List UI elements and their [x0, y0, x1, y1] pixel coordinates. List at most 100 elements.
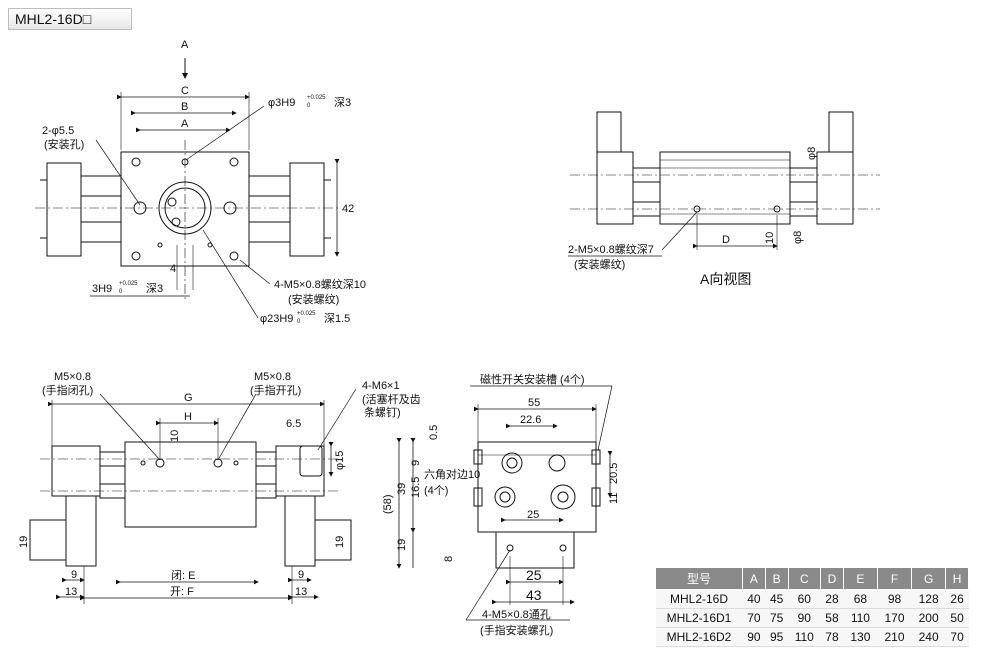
table-cell: MHL2-16D2	[655, 627, 743, 647]
table-header: B	[764, 567, 789, 590]
front-note-open-cn: (手指开孔)	[250, 383, 301, 397]
front-dim-6-5: 6.5	[286, 418, 301, 430]
table-cell: 68	[843, 589, 878, 609]
table-cell: 200	[911, 608, 946, 628]
front-dim-9-left: 9	[71, 569, 77, 581]
view-arrow-label: A	[181, 39, 189, 51]
front-dim-g: G	[184, 392, 193, 404]
a-dim-phi8-top: φ8	[806, 147, 818, 160]
front-dim-13-left: 13	[65, 586, 77, 598]
spec-table: 型号 A B C D E F G H MHL2-16D 40 45 60 28 …	[655, 567, 969, 647]
front-note-close: M5×0.8	[54, 371, 91, 383]
table-row: MHL2-16D 40 45 60 28 68 98 128 26	[655, 589, 969, 609]
table-cell: 240	[911, 627, 946, 647]
table-cell: 128	[911, 589, 946, 609]
note-bore-tol: +0.025	[297, 311, 316, 317]
side-dim-9: 9	[410, 460, 422, 466]
side-view: 55 22.6 0.5 9 16.5 39 (58) 19 8 20.5 11 …	[382, 372, 620, 637]
side-dim-8: 8	[443, 556, 455, 562]
front-dim-e: 闭: E	[171, 569, 195, 582]
note-slot-tol-low: 0	[119, 289, 123, 295]
note-pin-depth: 深3	[334, 96, 351, 109]
side-dim-25-inner: 25	[527, 509, 539, 521]
table-cell: 70	[945, 627, 969, 647]
side-note-slot: 磁性开关安装槽 (4个)	[480, 372, 585, 386]
front-dim-10: 10	[169, 430, 181, 442]
note-bore-tol-low: 0	[297, 319, 301, 325]
table-cell: 170	[877, 608, 912, 628]
table-cell: 75	[765, 608, 788, 628]
a-note-thread: 2-M5×0.8螺纹深7	[568, 242, 654, 256]
side-dim-43: 43	[526, 587, 542, 603]
side-dim-58: (58)	[382, 494, 394, 514]
table-header: H	[945, 567, 969, 590]
side-dim-25: 25	[526, 567, 542, 583]
table-cell: 95	[765, 627, 788, 647]
table-cell: 45	[765, 589, 788, 609]
note-thread-cn: (安装螺纹)	[288, 292, 339, 306]
a-dim-d: D	[722, 234, 730, 246]
note-pin-hole: φ3H9	[268, 97, 295, 109]
note-pin-tol: +0.025	[307, 95, 326, 101]
dim-b: B	[181, 101, 188, 113]
note-bore-depth: 深1.5	[324, 312, 350, 325]
table-header: D	[820, 567, 844, 590]
front-note-open: M5×0.8	[254, 371, 291, 383]
front-dim-phi15: φ15	[334, 451, 346, 470]
table-cell: MHL2-16D1	[655, 608, 743, 628]
a-view: D 10 φ8 φ8 2-M5×0.8螺纹深7 (安装螺纹) A向视图	[568, 111, 880, 287]
table-header: G	[911, 567, 947, 590]
side-dim-55: 55	[528, 397, 540, 409]
a-note-thread-cn: (安装螺纹)	[574, 257, 625, 271]
table-header: F	[876, 567, 913, 590]
a-view-caption: A向视图	[700, 271, 751, 287]
table-cell: 130	[843, 627, 878, 647]
dim-c: C	[181, 85, 189, 97]
front-dim-f: 开: F	[170, 586, 194, 598]
table-cell: 90	[742, 627, 766, 647]
table-cell: 110	[788, 627, 821, 647]
dim-42: 42	[342, 203, 354, 215]
side-note-through-cn: (手指安装螺孔)	[480, 623, 553, 637]
note-bore: φ23H9	[260, 313, 293, 325]
a-dim-phi8-bottom: φ8	[792, 231, 804, 244]
side-dim-22-6: 22.6	[520, 414, 541, 426]
front-note-close-cn: (手指闭孔)	[42, 383, 93, 397]
front-note-screw-cn1: (活塞杆及齿	[362, 392, 421, 406]
note-slot-tol: +0.025	[119, 281, 138, 287]
side-dim-0-5: 0.5	[428, 425, 440, 440]
side-note-hex: 六角对边10	[424, 467, 480, 481]
note-mount-hole-cn: (安装孔)	[44, 137, 84, 151]
table-header: E	[842, 567, 878, 590]
table-cell: 58	[820, 608, 844, 628]
table-cell: 90	[788, 608, 821, 628]
table-header: A	[742, 567, 766, 590]
front-view: G H 10 6.5 φ15 19 19 9 9 13 13 闭: E 开: F…	[18, 371, 421, 604]
side-dim-19: 19	[396, 539, 408, 551]
a-dim-10: 10	[764, 232, 776, 244]
table-cell: 78	[820, 627, 844, 647]
table-cell: 28	[820, 589, 844, 609]
table-cell: 110	[843, 608, 878, 628]
table-row: MHL2-16D1 70 75 90 58 110 170 200 50	[655, 608, 969, 628]
table-header: 型号	[655, 567, 743, 590]
table-cell: 40	[742, 589, 766, 609]
table-row: MHL2-16D2 90 95 110 78 130 210 240 70	[655, 627, 969, 647]
table-cell: 60	[788, 589, 821, 609]
front-dim-19-right: 19	[334, 536, 346, 548]
front-note-screw: 4-M6×1	[362, 380, 400, 392]
table-cell: 98	[877, 589, 912, 609]
side-note-through: 4-M5×0.8通孔	[482, 608, 551, 621]
dim-4: 4	[170, 263, 176, 275]
note-slot-depth: 深3	[146, 282, 163, 295]
side-dim-39: 39	[396, 483, 408, 495]
front-dim-19-left: 19	[18, 536, 30, 548]
side-note-hex-count: (4个)	[424, 484, 448, 497]
note-pin-tol-low: 0	[307, 103, 311, 109]
model-title: MHL2-16D□	[8, 8, 132, 30]
table-cell: 50	[945, 608, 969, 628]
table-header-row: 型号 A B C D E F G H	[655, 567, 969, 590]
front-dim-13-right: 13	[295, 586, 307, 598]
front-dim-9-right: 9	[298, 569, 304, 581]
